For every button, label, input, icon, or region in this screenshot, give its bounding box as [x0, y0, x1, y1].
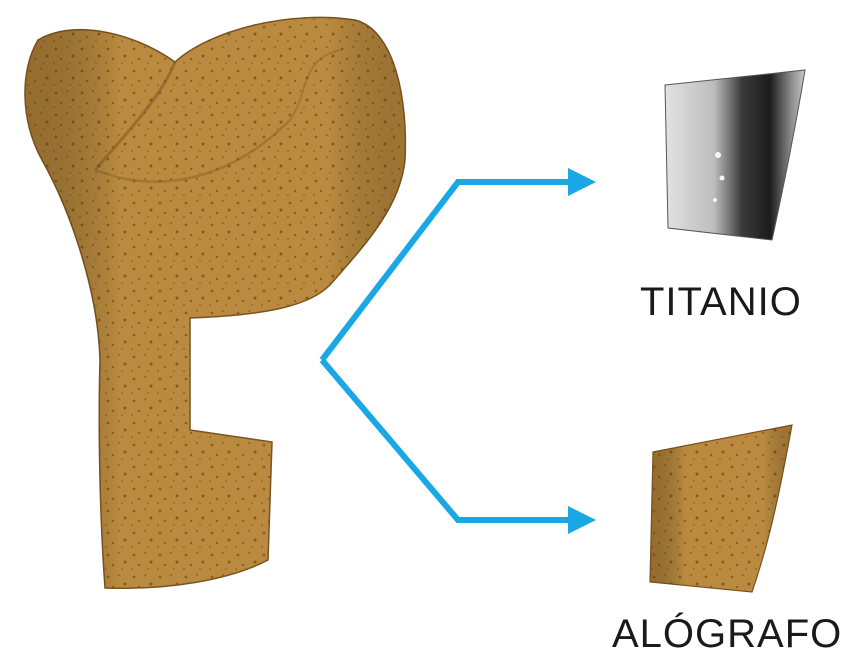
arrowhead-alografo: [568, 506, 596, 534]
titanium-hole: [715, 152, 721, 158]
titanium-hole-2: [720, 176, 725, 181]
titanio-label: TITANIO: [640, 280, 802, 325]
arrow-to-alografo: [322, 360, 575, 520]
arrowhead-titanio: [568, 168, 596, 196]
titanium-block: [665, 70, 805, 240]
allograft-implant-icon: [650, 425, 792, 592]
allograft-shading: [650, 425, 792, 592]
femur-bone-icon: [25, 17, 405, 588]
titanium-implant-icon: [665, 70, 805, 240]
bone-shading: [25, 17, 405, 588]
titanium-hole-3: [713, 198, 717, 202]
alografo-label: ALÓGRAFO: [612, 612, 842, 657]
